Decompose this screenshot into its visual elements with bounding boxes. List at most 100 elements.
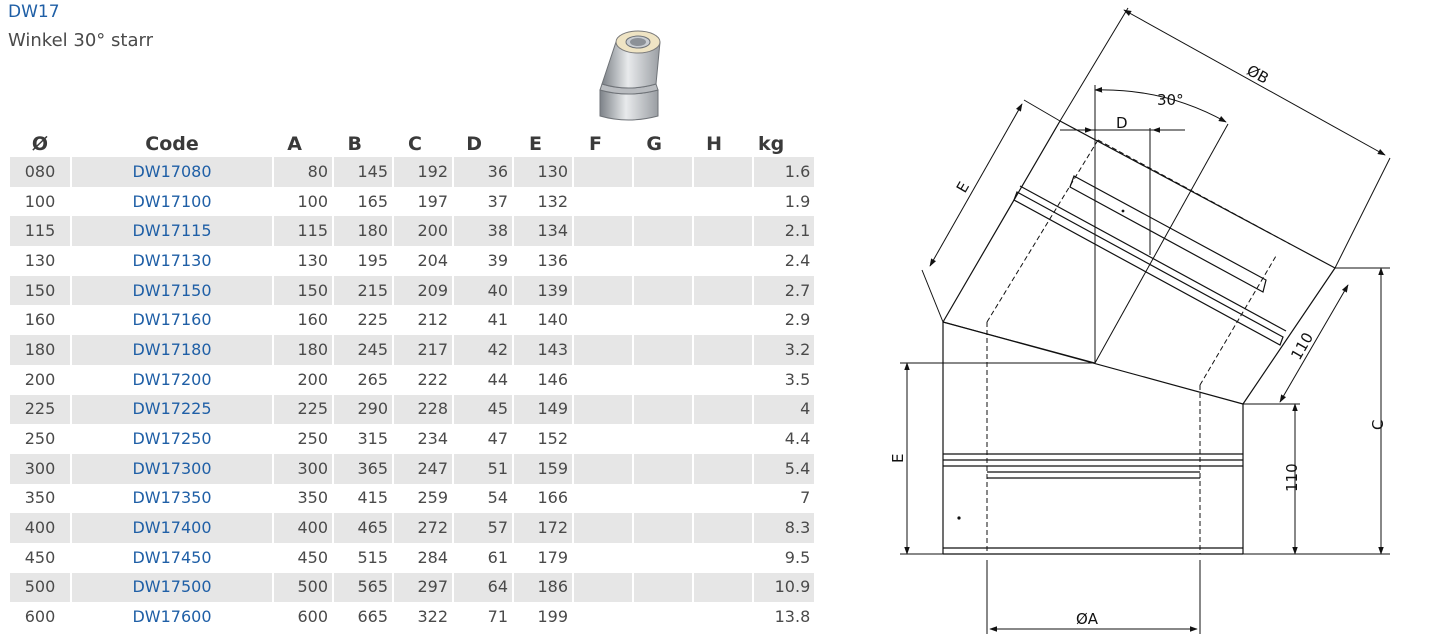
- cell-e: 149: [514, 394, 572, 425]
- cell-code[interactable]: DW17350: [132, 488, 212, 508]
- cell-code[interactable]: DW17130: [132, 250, 212, 270]
- cell-c: 212: [417, 310, 448, 330]
- cell-h: [694, 365, 752, 395]
- header-c: C: [408, 132, 422, 155]
- dimension-label-d: D: [1116, 114, 1128, 132]
- cell-h: [694, 513, 752, 543]
- cell-d: 57: [454, 513, 512, 543]
- cell-code[interactable]: DW17115: [72, 216, 272, 247]
- cell-f: [574, 513, 632, 543]
- header-d: D: [466, 132, 482, 155]
- dimension-label-angle: 30°: [1157, 91, 1184, 109]
- cell-code[interactable]: DW17300: [72, 453, 272, 484]
- cell-c: 228: [394, 394, 452, 425]
- cell-code[interactable]: DW17100: [132, 191, 212, 211]
- cell-d: 64: [454, 572, 512, 603]
- cell-b: 245: [334, 335, 392, 365]
- cell-b: 665: [357, 607, 388, 627]
- cell-diameter: 115: [10, 216, 70, 247]
- cell-code[interactable]: DW17150: [72, 275, 272, 306]
- cell-diameter: 130: [24, 250, 56, 270]
- cell-kg: 3.5: [784, 369, 811, 389]
- cell-b: 195: [357, 250, 388, 270]
- cell-code[interactable]: DW17160: [132, 310, 212, 330]
- cell-f: [574, 305, 632, 335]
- cell-kg: 3.2: [754, 335, 815, 365]
- cell-code[interactable]: DW17080: [72, 157, 272, 187]
- cell-diameter: 150: [10, 275, 70, 306]
- cell-a: 300: [274, 453, 332, 484]
- technical-drawing: ØB 30° D E 110 C E 110 ØA: [889, 7, 1391, 634]
- cell-c: 209: [394, 275, 452, 306]
- cell-kg: 2.7: [754, 275, 815, 306]
- cell-b: 180: [334, 216, 392, 247]
- cell-kg: 7: [800, 488, 811, 508]
- cell-f: [574, 275, 632, 306]
- cell-kg: 1.9: [784, 191, 811, 211]
- cell-code[interactable]: DW17250: [132, 429, 212, 449]
- cell-a: 80: [274, 157, 332, 187]
- cell-d: 44: [487, 369, 508, 389]
- cell-diameter: 600: [24, 607, 56, 627]
- cell-d: 47: [487, 429, 508, 449]
- cell-d: 54: [487, 488, 508, 508]
- cell-a: 450: [297, 547, 328, 567]
- dimension-label-e-top: E: [953, 179, 973, 196]
- cell-d: 41: [487, 310, 508, 330]
- cell-code[interactable]: DW17450: [132, 547, 212, 567]
- cell-diameter: 500: [10, 572, 70, 603]
- cell-h: [694, 602, 752, 632]
- cell-a: 600: [297, 607, 328, 627]
- cell-a: 150: [274, 275, 332, 306]
- cell-c: 222: [417, 369, 448, 389]
- cell-g: [634, 572, 692, 603]
- cell-f: [574, 246, 632, 276]
- cell-code[interactable]: DW17180: [72, 335, 272, 365]
- header-g: G: [646, 132, 662, 155]
- cell-code[interactable]: DW17600: [132, 607, 212, 627]
- cell-h: [694, 394, 752, 425]
- cell-b: 145: [334, 157, 392, 187]
- header-e: E: [529, 132, 542, 155]
- cell-g: [634, 246, 692, 276]
- cell-b: 165: [357, 191, 388, 211]
- cell-g: [634, 394, 692, 425]
- cell-code[interactable]: DW17225: [72, 394, 272, 425]
- cell-b: 225: [357, 310, 388, 330]
- cell-h: [694, 543, 752, 573]
- header-a: A: [287, 132, 302, 155]
- cell-h: [694, 484, 752, 514]
- cell-code[interactable]: DW17500: [72, 572, 272, 603]
- cell-f: [574, 602, 632, 632]
- cell-f: [574, 572, 632, 603]
- dimension-label-c: C: [1369, 420, 1387, 430]
- cell-h: [694, 216, 752, 247]
- cell-code[interactable]: DW17200: [132, 369, 212, 389]
- cell-h: [694, 187, 752, 217]
- cell-c: 284: [417, 547, 448, 567]
- cell-c: 192: [394, 157, 452, 187]
- cell-a: 180: [274, 335, 332, 365]
- cell-g: [634, 305, 692, 335]
- cell-e: 159: [514, 453, 572, 484]
- cell-kg: 1.6: [754, 157, 815, 187]
- cell-c: 297: [394, 572, 452, 603]
- cell-e: 132: [537, 191, 568, 211]
- cell-diameter: 200: [24, 369, 56, 389]
- cell-e: 134: [514, 216, 572, 247]
- cell-d: 61: [487, 547, 508, 567]
- cell-g: [634, 365, 692, 395]
- cell-f: [574, 453, 632, 484]
- cell-b: 415: [357, 488, 388, 508]
- cell-g: [634, 157, 692, 187]
- product-code-title: DW17: [8, 2, 60, 22]
- cell-code[interactable]: DW17400: [72, 513, 272, 543]
- cell-g: [634, 484, 692, 514]
- cell-f: [574, 543, 632, 573]
- cell-h: [694, 157, 752, 187]
- cell-f: [574, 216, 632, 247]
